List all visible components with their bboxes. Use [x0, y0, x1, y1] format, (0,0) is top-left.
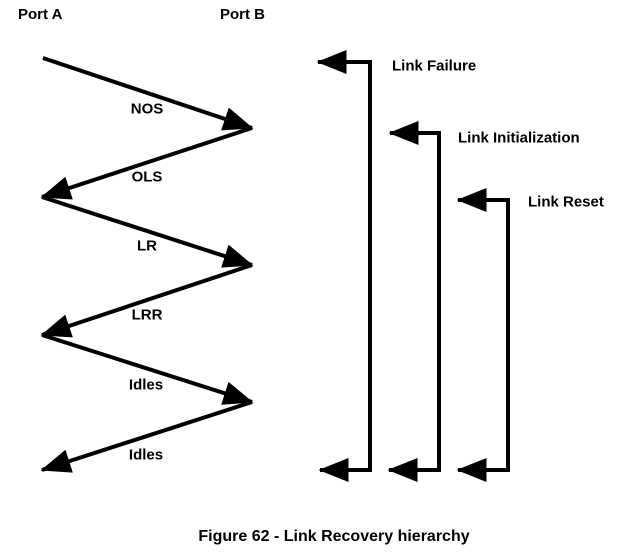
nos-label: NOS [130, 100, 164, 118]
idles-label-1: Idles [128, 376, 164, 394]
link-reset-connector [456, 188, 510, 482]
arrow-idles-1 [41, 333, 254, 405]
arrow-ols [40, 126, 253, 200]
lrr-label: LRR [131, 306, 163, 324]
arrow-nos [42, 56, 254, 131]
link-initialization-connector [387, 121, 441, 482]
link-reset-label: Link Reset [528, 193, 604, 211]
port-b-label: Port B [220, 6, 265, 23]
lr-label: LR [137, 237, 157, 255]
arrow-lrr [40, 263, 253, 338]
link-failure-label: Link Failure [392, 57, 477, 75]
ols-label: OLS [131, 168, 163, 186]
figure-caption: Figure 62 - Link Recovery hierarchy [198, 528, 470, 545]
arrow-idles-2 [40, 400, 253, 473]
port-a-label: Port A [18, 6, 63, 23]
link-initialization-label: Link Initialization [458, 129, 580, 147]
link-failure-connector [316, 50, 372, 482]
arrow-lr [41, 195, 254, 268]
idles-label-2: Idles [128, 446, 164, 464]
